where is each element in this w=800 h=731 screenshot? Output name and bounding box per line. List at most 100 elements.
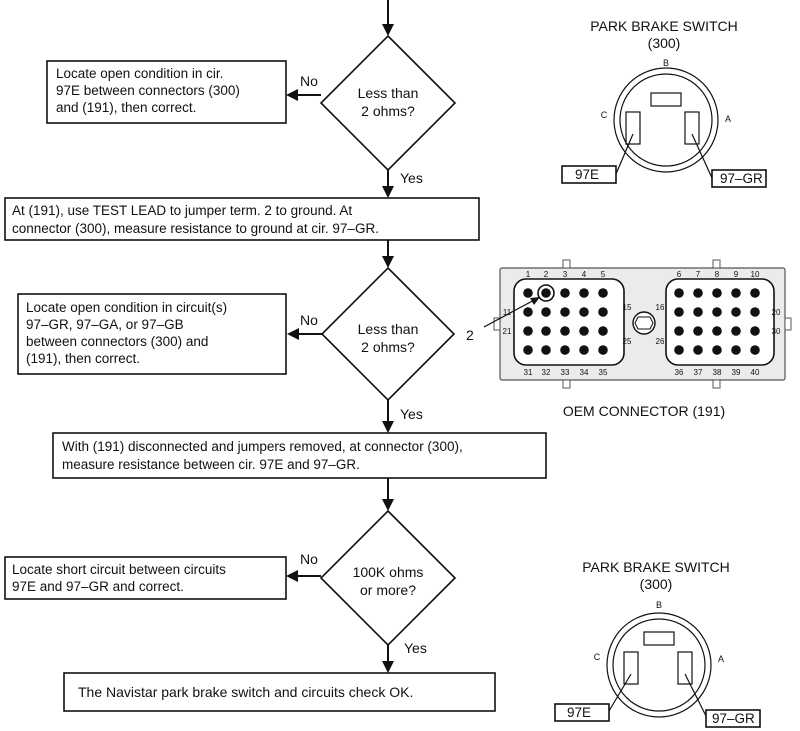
connector-pin-right-r1-c4	[731, 288, 741, 298]
connector-latch-top-left	[562, 259, 571, 269]
action-3-box	[52, 432, 547, 479]
pin-number-inner-26: 26	[656, 337, 665, 346]
connector-pin-right-r3-c1	[674, 326, 684, 336]
no-action-1-line-3: and (191), then correct.	[56, 100, 196, 115]
switch-top-terminal-c	[625, 111, 641, 145]
connector-latch-right	[784, 317, 792, 331]
decision-2-no-label: No	[300, 312, 318, 328]
pin-number-top-left-3: 3	[563, 270, 568, 279]
switch-bottom-pin-b: B	[656, 600, 662, 610]
action-2-arrowhead	[382, 256, 394, 268]
decision-3-yes-arrowhead	[382, 661, 394, 673]
switch-top-pin-a: A	[725, 114, 731, 124]
decision-2-yes-label: Yes	[400, 406, 423, 422]
pin-number-top-left-4: 4	[582, 270, 587, 279]
switch-bottom-title: PARK BRAKE SWITCH	[582, 559, 730, 575]
pin-number-bottom-right-39: 39	[732, 368, 741, 377]
switch-bottom-pin-a: A	[718, 654, 724, 664]
decision-1-yes-arrowhead	[382, 186, 394, 198]
connector-pin-left-r2-c4	[579, 307, 589, 317]
no-action-2-line-4: (191), then correct.	[26, 351, 140, 366]
no-action-3-line-2: 97E and 97–GR and correct.	[12, 579, 184, 594]
connector-pin-right-r2-c1	[674, 307, 684, 317]
pin-number-side-21: 21	[503, 327, 512, 336]
connector-pin-right-r3-c5	[750, 326, 760, 336]
action-2-box	[4, 197, 480, 241]
decision-3-no-arrowhead	[286, 570, 298, 582]
switch-top-pin-b: B	[663, 58, 669, 68]
connector-pin-left-r3-c4	[579, 326, 589, 336]
pin-number-side-20: 20	[772, 308, 781, 317]
decision-3-line-1: 100K ohms	[353, 564, 424, 580]
connector-pin-right-r1-c1	[674, 288, 684, 298]
decision-1-no-arrowhead	[286, 89, 298, 101]
park-brake-switch-top: PARK BRAKE SWITCH (300) B C A 97E 97–GR	[561, 18, 767, 188]
final-box	[63, 672, 496, 712]
connector-pin-left-r1-c5	[598, 288, 608, 298]
pin-number-bottom-right-36: 36	[675, 368, 684, 377]
switch-top-outer-ring	[613, 67, 719, 173]
decision-3-no-label: No	[300, 551, 318, 567]
final-text: The Navistar park brake switch and circu…	[78, 684, 413, 700]
switch-top-wire-left	[615, 133, 634, 175]
switch-top-terminal-b	[650, 92, 682, 107]
pin-number-bottom-left-32: 32	[542, 368, 551, 377]
no-action-3-box	[4, 556, 287, 600]
pin-number-top-left-1: 1	[526, 270, 531, 279]
connector-latch-left	[493, 317, 501, 331]
pin-number-bottom-right-38: 38	[713, 368, 722, 377]
connector-pin-2-highlight	[537, 284, 555, 302]
no-action-2-box	[17, 293, 287, 375]
pin-number-bottom-left-33: 33	[561, 368, 570, 377]
decision-2-line-2: 2 ohms?	[361, 339, 415, 355]
decision-2-yes-arrowhead	[382, 421, 394, 433]
switch-bottom-outer-ring	[606, 612, 712, 718]
connector-pin-right-r3-c2	[693, 326, 703, 336]
connector-right-cavity	[665, 278, 775, 366]
connector-pin-left-r2-c5	[598, 307, 608, 317]
switch-bottom-number: (300)	[640, 576, 673, 592]
pin-number-top-left-5: 5	[601, 270, 606, 279]
connector-pin-right-r1-c2	[693, 288, 703, 298]
connector-pin-right-r2-c5	[750, 307, 760, 317]
decision-1-yes-label: Yes	[400, 170, 423, 186]
switch-top-terminal-a	[684, 111, 700, 145]
no-action-3-line-1: Locate short circuit between circuits	[12, 562, 226, 577]
pin-number-bottom-left-31: 31	[524, 368, 533, 377]
switch-bottom-tag-left	[554, 703, 610, 722]
connector-pin-left-r1-c4	[579, 288, 589, 298]
pin-number-top-right-7: 7	[696, 270, 701, 279]
switch-bottom-wire-left	[608, 673, 632, 712]
switch-top-title: PARK BRAKE SWITCH	[590, 18, 738, 34]
connector-pin-right-r1-c3	[712, 288, 722, 298]
connector-pin-right-r3-c4	[731, 326, 741, 336]
action-3-line-1: With (191) disconnected and jumpers remo…	[62, 439, 463, 454]
no-action-2-line-1: Locate open condition in circuit(s)	[26, 300, 227, 315]
switch-bottom-terminal-b	[643, 631, 675, 646]
no-action-1-line-2: 97E between connectors (300)	[56, 83, 240, 98]
action-2-line-1: At (191), use TEST LEAD to jumper term. …	[12, 203, 352, 218]
pin-number-inner-25: 25	[623, 337, 632, 346]
connector-pin-left-r3-c2	[541, 326, 551, 336]
switch-top-inner-ring	[619, 73, 713, 167]
switch-bottom-pin-c: C	[594, 652, 601, 662]
switch-top-tag-left-text: 97E	[575, 167, 599, 182]
pin-number-top-right-10: 10	[751, 270, 760, 279]
switch-bottom-inner-ring	[612, 618, 706, 712]
switch-top-tag-left	[561, 165, 617, 184]
decision-1-no-label: No	[300, 73, 318, 89]
connector-pin-right-r4-c3	[712, 345, 722, 355]
decision-1-line-1: Less than	[358, 85, 419, 101]
connector-pin-right-r2-c4	[731, 307, 741, 317]
pin-number-top-right-8: 8	[715, 270, 720, 279]
connector-pin-left-r3-c5	[598, 326, 608, 336]
switch-bottom-terminal-c	[623, 651, 639, 685]
connector-pin-left-r1-c2	[541, 288, 551, 298]
switch-top-tag-right	[711, 169, 767, 188]
switch-bottom-tag-right	[705, 709, 761, 728]
pointer-line	[483, 297, 539, 328]
switch-bottom-terminal-a	[677, 651, 693, 685]
decision-3-line-2: or more?	[360, 582, 416, 598]
